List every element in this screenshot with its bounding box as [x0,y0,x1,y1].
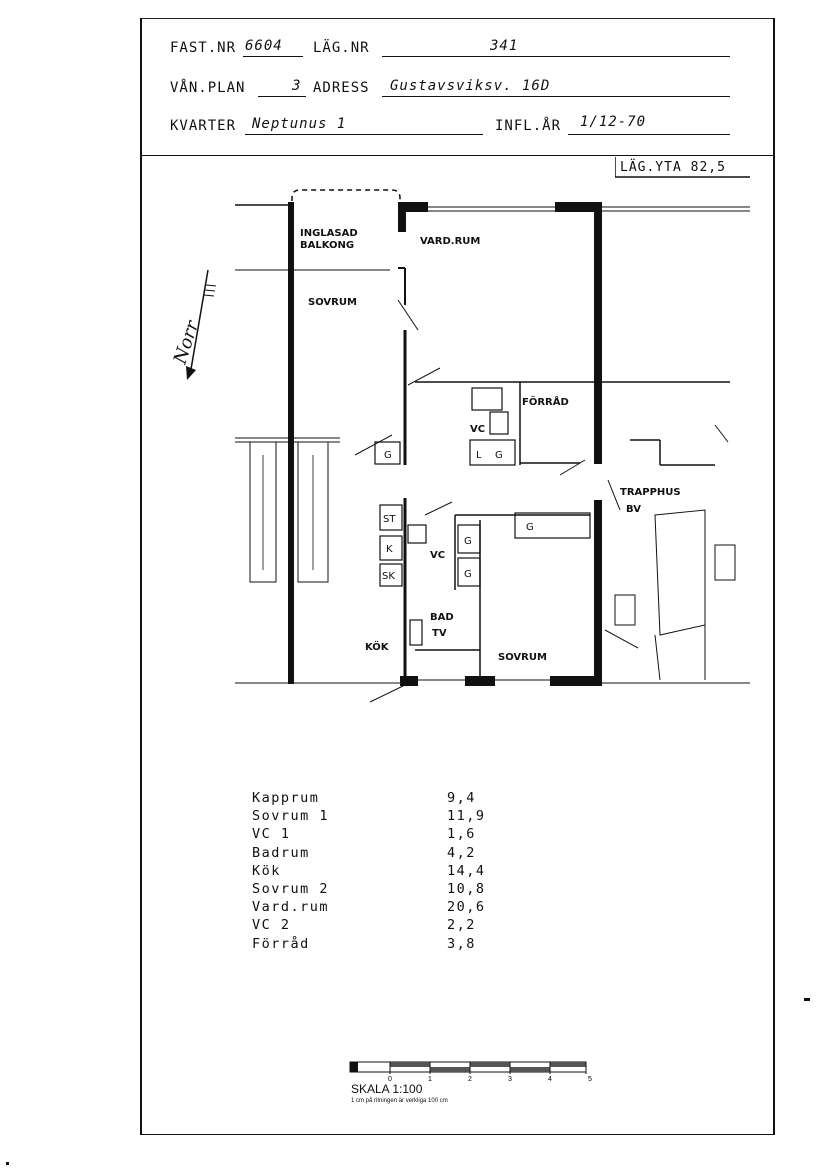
label-vc-top: VC [470,424,485,435]
vanplan-value: 3 [292,78,302,94]
room-area: 1,6 [447,826,476,843]
margin-tick [804,998,810,1001]
room-area: 4,2 [447,844,476,861]
label-g-1: G [384,450,392,461]
wall-east-lower [594,500,602,685]
label-g-4: G [464,569,472,580]
label-sovrum-1: SOVRUM [308,297,357,308]
label-bv: BV [626,504,641,515]
label-sovrum-2: SOVRUM [498,652,547,663]
wall-south-west [400,676,418,686]
label-balkong-1: INGLASAD [300,228,358,239]
header-divider [140,155,775,156]
lagnr-value: 341 [490,38,519,54]
scale-note: 1 cm på ritningen är verkliga 100 cm [351,1098,448,1104]
scale-tick-label: 2 [468,1076,472,1083]
scale-title: SKALA 1:100 [351,1082,423,1096]
label-forrad: FÖRRÅD [522,394,569,408]
label-vardrum: VARD.RUM [420,236,480,247]
scale-tick-label: 5 [588,1076,592,1083]
drawing-frame [140,18,775,1134]
room-name: VC 1 [252,826,291,843]
label-trapphus: TRAPPHUS [620,487,681,498]
fastnr-underline [243,56,303,57]
room-name: Badrum [252,844,310,861]
label-k: K [386,544,393,555]
label-vc-mid: VC [430,550,445,561]
label-g-3: G [464,536,472,547]
label-st: ST [383,514,396,525]
lagnr-label: LÄG.NR [313,40,370,56]
kvarter-label: KVARTER [170,118,237,134]
scale-tick-label: 1 [428,1076,432,1083]
kvarter-value: Neptunus 1 [252,116,347,132]
scale-tick-label: 3 [508,1076,512,1083]
label-g-2: G [495,450,503,461]
room-name: Sovrum 2 [252,881,330,897]
wall-north-stub [398,202,406,232]
lagnr-underline [382,56,730,57]
wall-south-mid [465,676,495,686]
label-g-5: G [526,522,534,533]
room-name: Sovrum 1 [252,808,330,825]
adress-value: Gustavsviksv. 16D [390,78,551,94]
area-box-lines [615,157,750,178]
fastnr-value: 6604 [245,38,283,54]
room-area: 10,8 [447,881,486,897]
scale-tick-label: 0 [388,1076,392,1083]
wall-south-east [550,676,602,686]
wall-north-corner [398,202,428,212]
room-area: 2,2 [447,917,476,934]
label-balkong-2: BALKONG [300,240,354,251]
wall-west [288,202,294,684]
balcony-dashed [291,189,401,210]
frame-bottom-line [140,1134,775,1135]
room-area: 14,4 [447,862,486,879]
room-area: 20,6 [447,899,486,916]
vanplan-underline [258,96,306,97]
scale-bar: 0 1 2 3 4 5 [349,1061,592,1083]
adress-underline [382,96,730,97]
room-name: Kapprum [252,790,320,806]
floor-plan: INGLASAD BALKONG VARD.RUM SOVRUM FÖRRÅD … [169,189,750,703]
inflar-underline [568,134,730,135]
room-name: Kök [252,862,281,879]
wall-north-east [555,202,600,212]
inflar-label: INFL.ÅR [495,118,562,134]
label-tv: TV [432,628,447,639]
room-area: 3,8 [447,935,476,952]
room-name: VC 2 [252,917,291,934]
label-sk: SK [382,571,395,582]
wall-east-upper [594,202,602,464]
frame-top-line [140,18,775,19]
room-area: 9,4 [447,790,476,806]
room-area: 11,9 [447,808,486,825]
corner-mark [6,1162,9,1165]
fastnr-label: FAST.NR [170,40,237,56]
scale-tick-label: 4 [548,1076,552,1083]
inflar-value: 1/12-70 [580,114,647,130]
adress-label: ADRESS [313,80,370,96]
room-name: Förråd [252,935,310,952]
label-bad: BAD [430,612,454,623]
room-name: Vard.rum [252,899,330,916]
vanplan-label: VÅN.PLAN [170,80,246,96]
label-kok: KÖK [365,639,390,653]
label-l: L [476,450,482,461]
kvarter-underline [245,134,483,135]
label-norr: Norr [169,317,203,367]
area-label: LÄG.YTA 82,5 [620,160,726,175]
